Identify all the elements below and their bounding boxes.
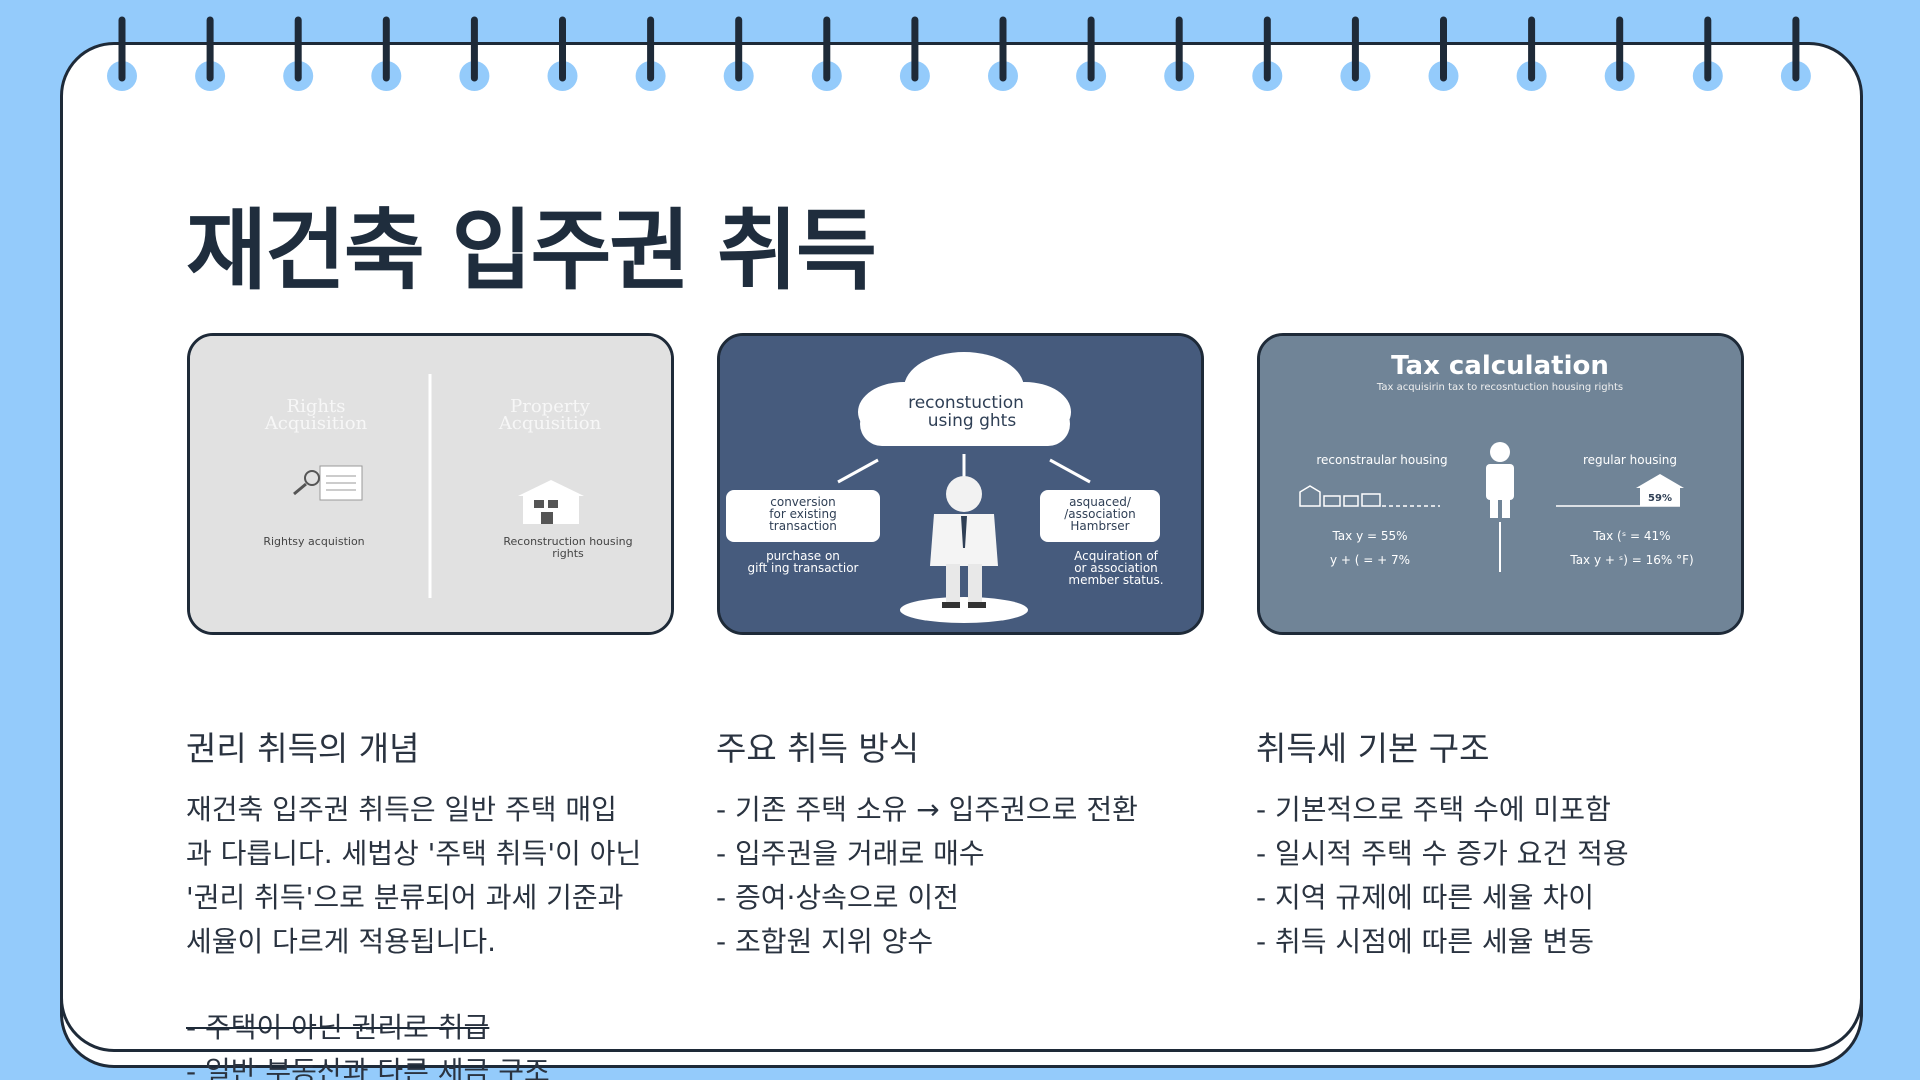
tax-structure-heading: 취득세 기본 구조 <box>1256 729 1490 768</box>
person-icon <box>1486 442 1514 518</box>
rights-header-2: Acquisition <box>264 413 368 434</box>
property-caption-1: Reconstruction housing <box>503 535 632 548</box>
methods-item: - 조합원 지위 양수 <box>716 925 934 958</box>
caption-right-3: member status. <box>1068 573 1163 587</box>
box-left-1: conversion <box>770 495 836 509</box>
small-houses-icon <box>1299 485 1440 507</box>
concept-line: 재건축 입주권 취득은 일반 주택 매입 <box>186 793 617 826</box>
cloud-line-2: using ghts <box>928 411 1017 431</box>
tax-structure-item: - 취득 시점에 따른 세율 변동 <box>1256 925 1594 958</box>
house-badge-icon <box>1636 474 1684 506</box>
right-label: regular housing <box>1583 453 1677 467</box>
methods-heading: 주요 취득 방식 <box>716 729 920 768</box>
concept-line: '권리 취득'으로 분류되어 과세 기준과 <box>186 881 624 914</box>
box-left-3: transaction <box>769 519 837 533</box>
concept-paragraph: 재건축 입주권 취득은 일반 주택 매입 과 다릅니다. 세법상 '주택 취득'… <box>186 788 676 964</box>
concept-line: 과 다릅니다. 세법상 '주택 취득'이 아닌 <box>186 837 642 870</box>
box-right-1: asquaced/ <box>1069 495 1132 509</box>
concept-line: 세율이 다르게 적용됩니다. <box>186 925 497 958</box>
right-formula-1: Tax (ˢ = 41% <box>1592 529 1670 543</box>
rights-vs-property-illustration: Rights Acquisition Property Acquisition … <box>187 333 674 635</box>
right-formula-2: Tax y + ˢ) = 16% °F) <box>1569 553 1693 567</box>
tax-title: Tax calculation <box>1391 351 1609 381</box>
caption-left-1: purchase on <box>766 549 840 563</box>
concept-bullet: - 일반 부동산과 다른 세금 구조 <box>186 1055 550 1080</box>
concept-heading: 권리 취득의 개념 <box>186 729 420 768</box>
businessman-figure <box>900 476 1028 623</box>
page-title: 재건축 입주권 취득 <box>186 199 877 302</box>
magnifier-document-icon <box>293 465 363 501</box>
cloud-line-1: reconstuction <box>908 393 1024 413</box>
tax-structure-item: - 일시적 주택 수 증가 요건 적용 <box>1256 837 1629 870</box>
property-header-2: Acquisition <box>498 413 602 434</box>
tax-subtitle: Tax acquisirin tax to recosntuction hous… <box>1376 382 1623 393</box>
left-label: reconstraular housing <box>1316 453 1447 467</box>
concept-bullets: - 주택이 아닌 권리로 취급 - 일반 부동산과 다른 세금 구조 <box>186 1006 686 1080</box>
percent-badge: 59% <box>1648 493 1672 504</box>
methods-item: - 기존 주택 소유 → 입주권으로 전환 <box>716 793 1138 826</box>
caption-right-1: Acquiration of <box>1074 549 1159 563</box>
rights-caption: Rightsy acquistion <box>263 535 364 548</box>
methods-item: - 입주권을 거래로 매수 <box>716 837 985 870</box>
tax-structure-list: - 기본적으로 주택 수에 미포함 - 일시적 주택 수 증가 요건 적용 - … <box>1256 788 1746 964</box>
house-icon <box>518 480 584 524</box>
property-caption-2: rights <box>552 547 584 560</box>
methods-list: - 기존 주택 소유 → 입주권으로 전환 - 입주권을 거래로 매수 - 증여… <box>716 788 1206 964</box>
left-formula-2: y + ( = + 7% <box>1330 553 1410 567</box>
methods-item: - 증여·상속으로 이전 <box>716 881 959 914</box>
rights-header-1: Rights <box>287 396 346 417</box>
caption-left-2: gift ing transactior <box>748 561 859 575</box>
acquisition-methods-illustration: reconstuction using ghts conversion for … <box>717 333 1204 635</box>
left-formula-1: Tax y = 55% <box>1331 529 1407 543</box>
box-right-2: /association <box>1064 507 1136 521</box>
concept-bullet: - 주택이 아닌 권리로 취급 <box>186 1011 490 1044</box>
box-right-3: Hambrser <box>1070 519 1129 533</box>
caption-right-2: or association <box>1074 561 1158 575</box>
tax-structure-item: - 기본적으로 주택 수에 미포함 <box>1256 793 1611 826</box>
tax-calculation-illustration: Tax calculation Tax acquisirin tax to re… <box>1257 333 1744 635</box>
box-left-2: for existing <box>769 507 836 521</box>
tax-structure-item: - 지역 규제에 따른 세율 차이 <box>1256 881 1594 914</box>
property-header-1: Property <box>510 396 591 417</box>
cloud-shape <box>858 352 1071 446</box>
